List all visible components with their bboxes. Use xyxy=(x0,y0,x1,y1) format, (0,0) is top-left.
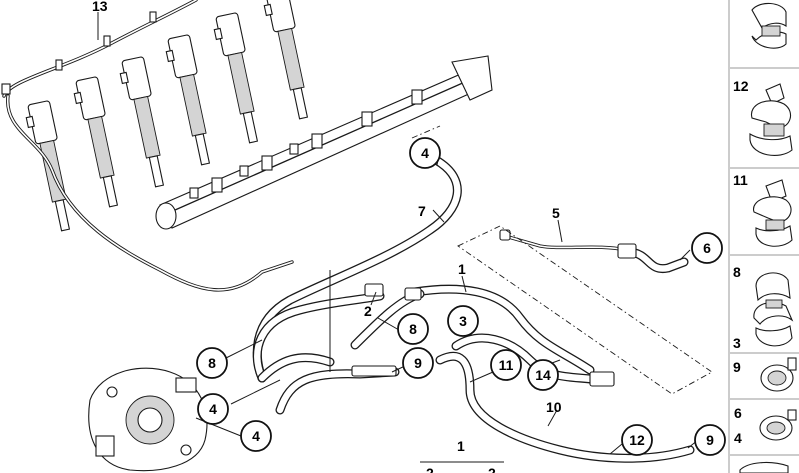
callout-4-left-a: 4 xyxy=(197,393,229,425)
parts-panel: 12 11 8 3 xyxy=(728,0,799,473)
label-2-bottom-b: 2 xyxy=(488,465,496,473)
svg-text:8: 8 xyxy=(733,264,741,280)
label-2: 2 xyxy=(364,303,372,319)
plain-labels: 13 7 5 1 2 10 1 2 2 xyxy=(92,0,562,473)
callout-8-mid: 8 xyxy=(397,313,429,345)
svg-text:4: 4 xyxy=(734,430,742,446)
injector-2 xyxy=(73,76,119,208)
svg-text:9: 9 xyxy=(706,432,714,448)
svg-text:9: 9 xyxy=(733,359,741,375)
callout-8-left: 8 xyxy=(196,347,228,379)
injector-3 xyxy=(119,56,165,188)
label-13: 13 xyxy=(92,0,108,14)
label-7: 7 xyxy=(418,203,426,219)
svg-text:3: 3 xyxy=(459,313,467,329)
injector-4 xyxy=(165,34,211,166)
svg-text:12: 12 xyxy=(733,78,749,94)
callout-14: 14 xyxy=(527,359,559,391)
callout-9-mid: 9 xyxy=(402,347,434,379)
svg-text:9: 9 xyxy=(414,355,422,371)
svg-text:8: 8 xyxy=(409,321,417,337)
leakage-return-line xyxy=(1,0,294,292)
panel-item-11: 11 xyxy=(730,169,799,256)
callout-3: 3 xyxy=(447,305,479,337)
callout-6: 6 xyxy=(691,232,723,264)
svg-text:4: 4 xyxy=(209,401,217,417)
rail-ports xyxy=(189,89,423,199)
callouts: 4 6 8 8 3 9 11 14 xyxy=(196,137,726,456)
svg-text:11: 11 xyxy=(733,172,748,188)
panel-item-8: 8 3 xyxy=(730,256,799,354)
callout-11: 11 xyxy=(490,349,522,381)
hose-8-left xyxy=(252,291,385,383)
svg-text:6: 6 xyxy=(734,405,742,421)
fuel-rail-assembly xyxy=(155,55,493,230)
panel-item-6: 6 4 xyxy=(730,400,799,456)
svg-text:11: 11 xyxy=(499,357,514,373)
svg-text:3: 3 xyxy=(733,335,741,351)
label-1: 1 xyxy=(458,261,466,277)
group-frames xyxy=(411,125,713,395)
label-1-bottom: 1 xyxy=(457,438,465,454)
injector-5 xyxy=(213,12,259,144)
injector-6 xyxy=(263,0,309,120)
hose-1-upper xyxy=(410,284,595,375)
callout-4-top: 4 xyxy=(409,137,441,169)
callout-4-left-b: 4 xyxy=(240,420,272,452)
svg-text:12: 12 xyxy=(629,432,645,448)
panel-item-bottom xyxy=(730,456,799,473)
label-5: 5 xyxy=(552,205,560,221)
callout-12: 12 xyxy=(621,424,653,456)
svg-text:8: 8 xyxy=(208,355,216,371)
connectors xyxy=(351,229,637,387)
svg-text:4: 4 xyxy=(421,145,429,161)
high-pressure-pump xyxy=(88,367,208,472)
callout-9-right: 9 xyxy=(694,424,726,456)
svg-text:14: 14 xyxy=(535,367,551,383)
label-2-bottom-a: 2 xyxy=(426,465,434,473)
hose-10-11-12 xyxy=(435,333,695,463)
injectors xyxy=(25,0,309,232)
hose-5 xyxy=(503,234,689,274)
panel-item-12: 12 xyxy=(730,69,799,169)
svg-text:6: 6 xyxy=(703,240,711,256)
panel-item-top xyxy=(730,0,799,69)
panel-item-9: 9 xyxy=(730,354,799,400)
svg-text:4: 4 xyxy=(252,428,260,444)
label-10: 10 xyxy=(546,399,562,415)
